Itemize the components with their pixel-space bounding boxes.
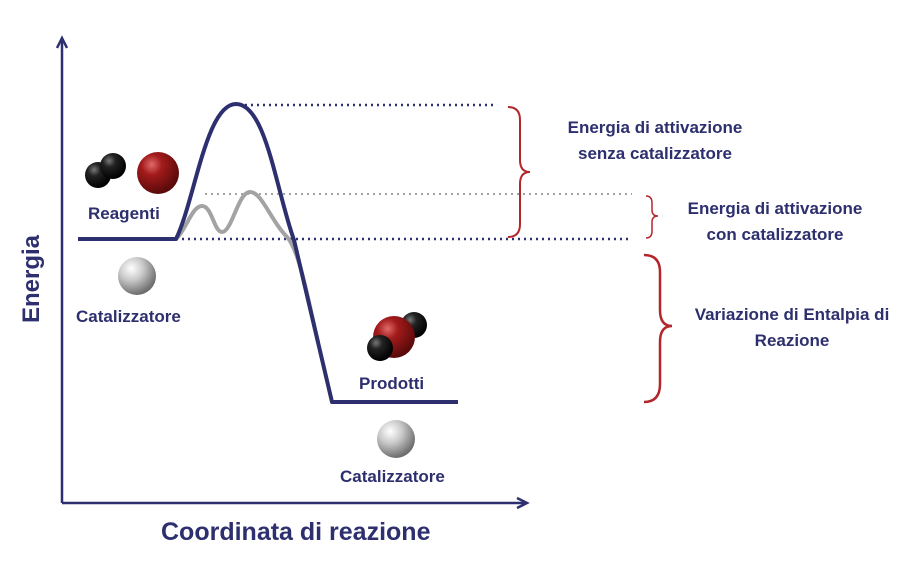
reactants-label: Reagenti: [88, 204, 160, 223]
x-axis-label: Coordinata di reazione: [161, 518, 431, 546]
catalyst-left-label: Catalizzatore: [76, 307, 181, 326]
catalyst-right-label: Catalizzatore: [340, 467, 445, 486]
x-axis-arrow: [516, 496, 530, 510]
annotation-uncatalyzed-line2: senza catalizzatore: [577, 144, 732, 163]
annotation-enthalpy-line2: Reazione: [754, 331, 830, 350]
brace-uncatalyzed: [507, 106, 531, 238]
y-axis-arrow: [55, 35, 69, 49]
axes: [55, 35, 530, 510]
catalyst-right-sphere-icon: [377, 420, 415, 458]
annotation-enthalpy: Variazione di Entalpia di Reazione: [672, 302, 912, 354]
annotation-catalyzed-line1: Energia di attivazione: [687, 199, 863, 218]
brace-catalyzed: [645, 195, 659, 239]
product-molecule-icon: [367, 312, 427, 361]
catalyst-left-sphere-icon: [118, 257, 156, 295]
annotation-catalyzed-line2: con catalizzatore: [706, 225, 844, 244]
annotation-uncatalyzed-line1: Energia di attivazione: [567, 118, 743, 137]
reactant-molecule-icon: [85, 152, 179, 194]
catalyzed-curve: [174, 189, 320, 344]
products-label: Prodotti: [359, 374, 425, 393]
y-axis-label: Energia: [18, 234, 45, 324]
uncatalyzed-curve: [78, 102, 458, 404]
annotation-catalyzed: Energia di attivazione con catalizzatore: [660, 196, 890, 248]
annotation-enthalpy-line1: Variazione di Entalpia di: [694, 305, 890, 324]
brace-enthalpy: [643, 253, 673, 404]
annotation-uncatalyzed: Energia di attivazione senza catalizzato…: [540, 115, 770, 167]
